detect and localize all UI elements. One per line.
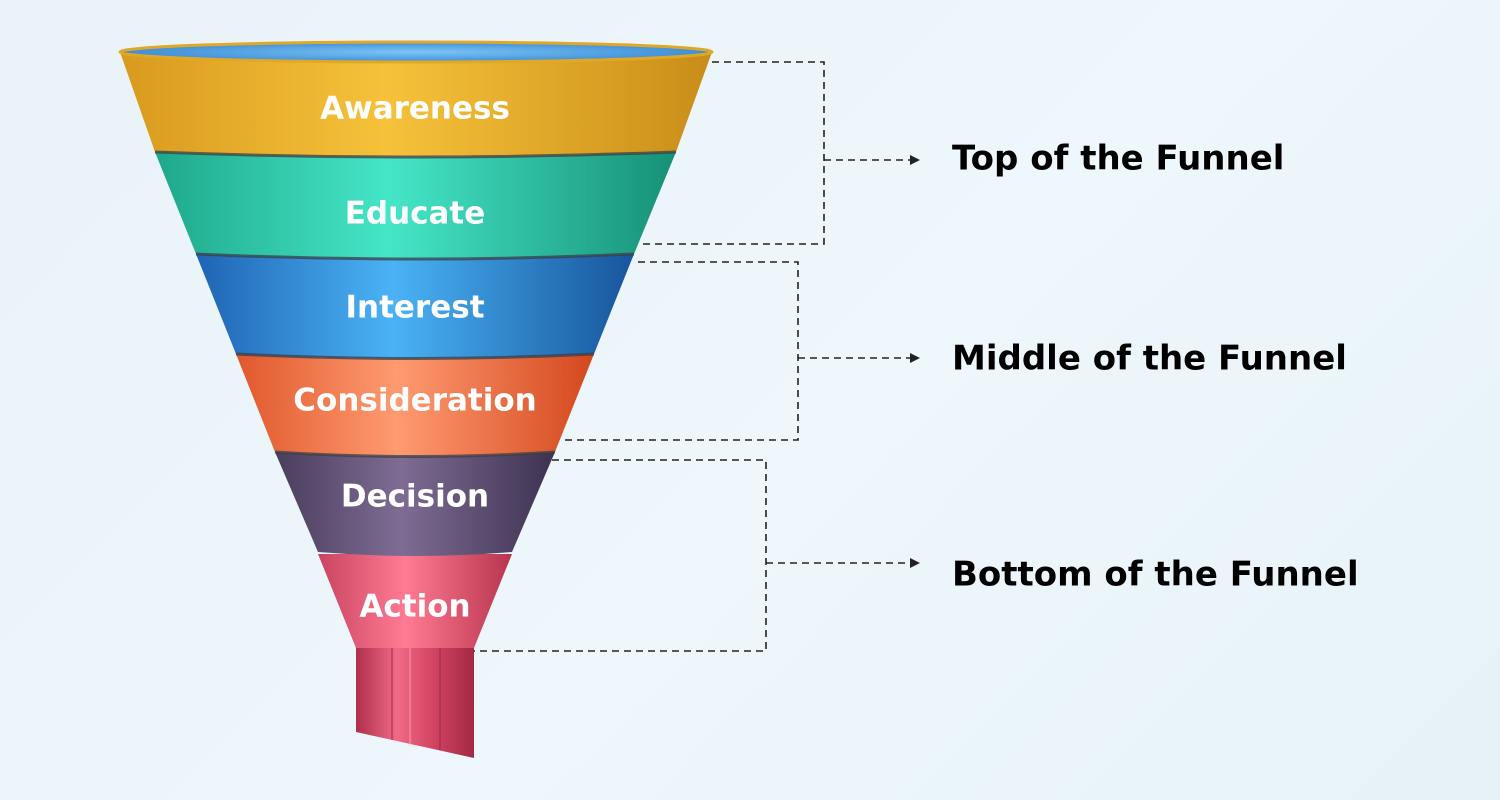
funnel-band-action[interactable]: Action [318,554,512,648]
bracket-middle-of-funnel [560,261,920,441]
funnel-bands: Action Decision Consideration Interest E… [118,40,714,648]
group-label-bottom: Bottom of the Funnel [952,555,1359,595]
funnel-band-decision[interactable]: Decision [275,449,555,556]
funnel-band-awareness[interactable]: Awareness [118,40,714,157]
stage-label-interest: Interest [345,290,484,326]
funnel-band-interest[interactable]: Interest [196,250,634,359]
stage-label-action: Action [359,589,470,625]
stage-label-decision: Decision [341,479,489,515]
bracket-top-of-funnel [642,61,920,245]
funnel-spout [356,640,474,758]
band-separators [154,150,677,458]
funnel-rim [118,40,714,64]
group-brackets [474,61,920,652]
bracket-bottom-of-funnel [474,459,920,652]
stage-label-awareness: Awareness [320,91,510,127]
group-label-top: Top of the Funnel [952,139,1284,179]
stage-label-consideration: Consideration [293,383,536,419]
funnel-band-educate[interactable]: Educate [155,147,676,260]
stage-label-educate: Educate [345,196,486,232]
funnel-band-consideration[interactable]: Consideration [236,350,594,457]
group-label-middle: Middle of the Funnel [952,339,1347,379]
